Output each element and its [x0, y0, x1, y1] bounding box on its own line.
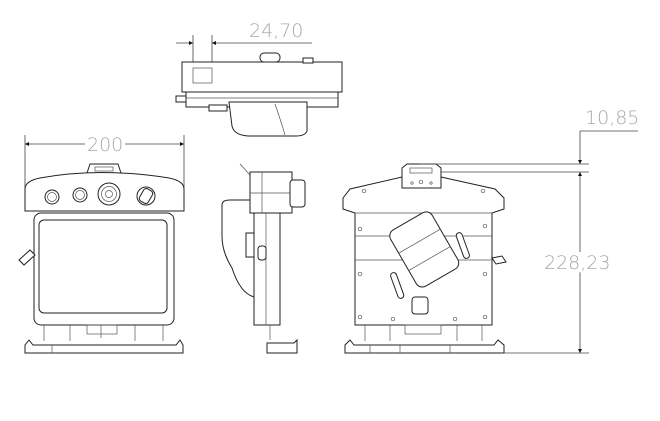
dimension-label-top-height: 10,85: [585, 107, 639, 129]
dimension-height: 228,23: [504, 172, 612, 354]
dimension-label-width: 200: [87, 134, 123, 156]
dimension-top-offset: 24,70: [176, 20, 312, 69]
back-view: [342, 163, 507, 354]
side-view: [221, 163, 306, 354]
front-view: [18, 163, 185, 354]
dimension-label-top-offset: 24,70: [249, 20, 303, 42]
dimension-top-height: 10,85: [420, 107, 639, 173]
dimension-width: 200: [24, 134, 185, 195]
dimension-label-height: 228,23: [544, 252, 610, 274]
top-view: [175, 52, 343, 137]
